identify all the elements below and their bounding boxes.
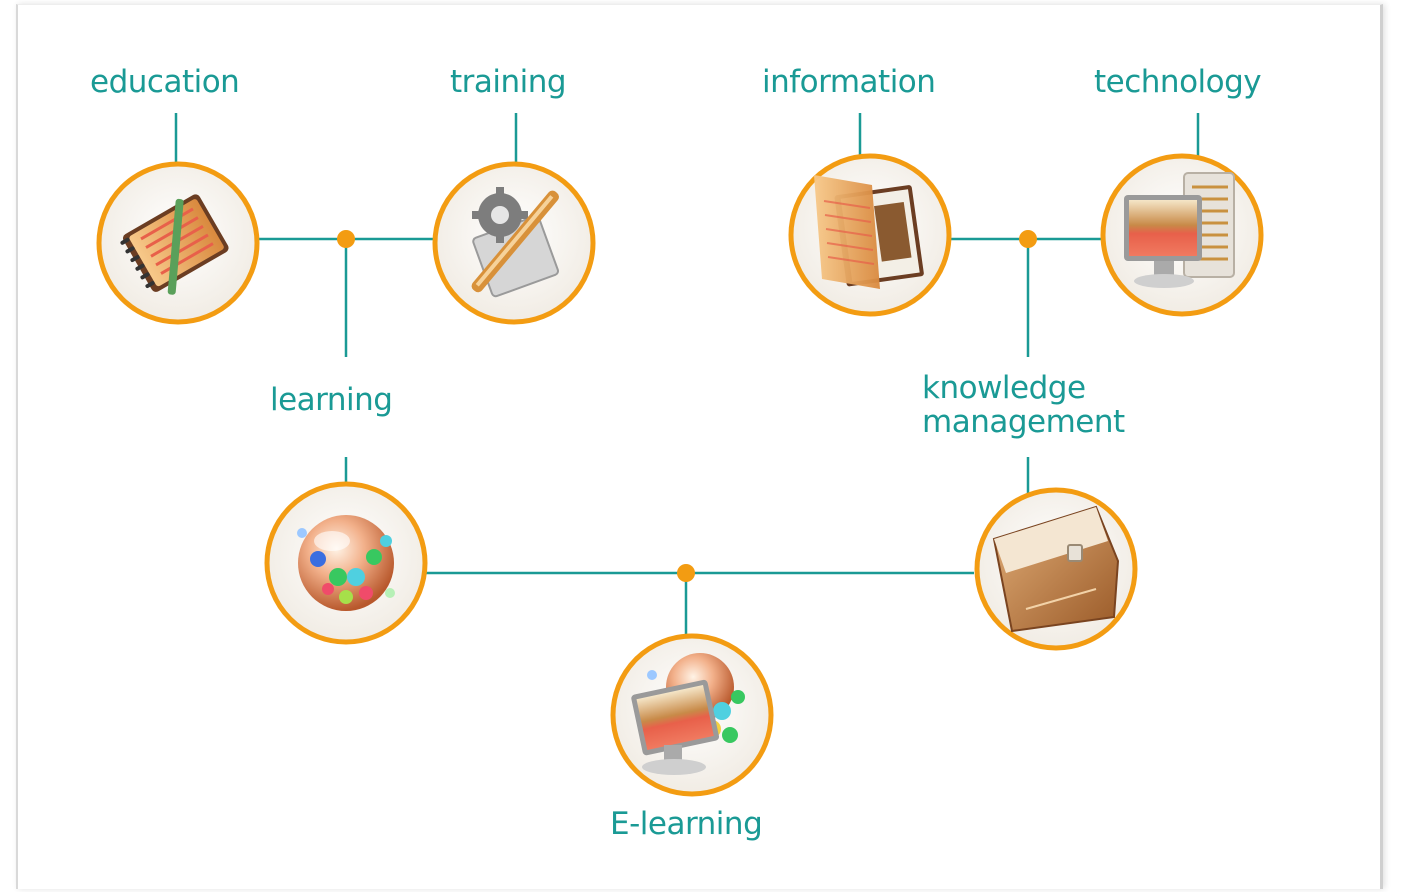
concept-diagram <box>96 113 1264 797</box>
computer-server-icon <box>1124 172 1235 288</box>
node-education <box>96 161 260 325</box>
node-information <box>788 153 952 317</box>
node-elearning <box>610 633 774 797</box>
node-technology <box>1100 153 1264 317</box>
books-icon <box>814 175 924 289</box>
label-elearning: E-learning <box>610 806 763 842</box>
computer-sphere-icon <box>631 653 745 775</box>
junction-dot-top-left <box>337 230 355 248</box>
label-learning: learning <box>270 382 393 418</box>
label-knowledge-line1: knowledge <box>922 370 1086 406</box>
notebook-pen-icon <box>120 194 229 295</box>
label-knowledge-line2: management <box>922 404 1125 440</box>
node-learning <box>264 481 428 645</box>
junction-dot-bottom <box>677 564 695 582</box>
junction-dot-top-right <box>1019 230 1037 248</box>
gear-pen-icon <box>471 187 559 298</box>
node-training <box>432 161 596 325</box>
label-education: education <box>90 64 240 100</box>
label-training: training <box>450 64 567 100</box>
briefcase-icon <box>992 505 1120 633</box>
node-knowledge-management <box>974 487 1138 651</box>
junctions <box>337 230 1037 582</box>
diagram-frame: education training information technolog… <box>16 4 1383 889</box>
molecule-sphere-icon <box>297 515 395 611</box>
label-information: information <box>762 64 936 100</box>
label-technology: technology <box>1094 64 1262 100</box>
